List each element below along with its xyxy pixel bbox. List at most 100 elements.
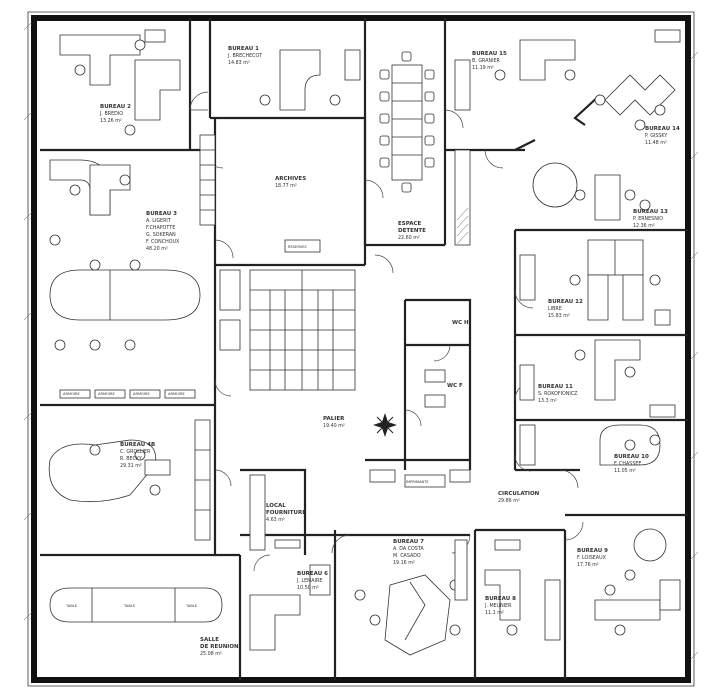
svg-text:BUREAU 13: BUREAU 13 [633, 209, 668, 215]
svg-text:BUREAU 15: BUREAU 15 [472, 51, 507, 57]
table-label-3: TABLE [185, 604, 198, 608]
wc-fixtures [369, 369, 471, 488]
armoire-label-1: ARMOIRE [63, 392, 80, 396]
svg-text:M. CASADO: M. CASADO [393, 553, 421, 559]
svg-text:J. BRECHECOT: J. BRECHECOT [227, 53, 262, 59]
furniture-labels: RESERVES TABLE TABLE TABLE ARMOIRE ARMOI… [63, 245, 429, 608]
svg-text:22.60 m²: 22.60 m² [398, 235, 420, 241]
armoire-label-2: ARMOIRE [98, 392, 115, 396]
bureau-9-furniture [594, 528, 681, 636]
svg-text:11.05 m²: 11.05 m² [614, 468, 636, 474]
svg-text:J. BREDIO: J. BREDIO [99, 111, 123, 117]
reserves-label: RESERVES [288, 245, 307, 249]
svg-text:11.19 m²: 11.19 m² [472, 65, 494, 71]
svg-text:11.48 m²: 11.48 m² [645, 140, 667, 146]
svg-text:29.86 m²: 29.86 m² [498, 498, 520, 504]
svg-text:C. GROLLIER: C. GROLLIER [120, 449, 151, 455]
table-label-2: TABLE [123, 604, 136, 608]
bureau-13-furniture [532, 162, 651, 221]
svg-text:25.08 m²: 25.08 m² [200, 651, 222, 657]
svg-text:BUREAU 4B: BUREAU 4B [120, 442, 155, 448]
svg-text:P. ERNESNIO: P. ERNESNIO [633, 216, 663, 222]
svg-text:CIRCULATION: CIRCULATION [498, 491, 540, 497]
svg-text:DE REUNION: DE REUNION [200, 644, 239, 650]
svg-text:12.36 m²: 12.36 m² [633, 223, 655, 229]
svg-text:BUREAU 12: BUREAU 12 [548, 299, 583, 305]
svg-text:11.1 m²: 11.1 m² [485, 610, 504, 616]
bureau-14-furniture [594, 29, 681, 131]
bureau-3-table [49, 259, 201, 351]
bureau-4b-furniture [48, 389, 211, 541]
bureau-1-furniture [259, 49, 361, 111]
svg-text:S. ROKOFIONICZ: S. ROKOFIONICZ [538, 391, 578, 397]
svg-text:BUREAU 8: BUREAU 8 [485, 596, 516, 602]
bureau-11-furniture [519, 339, 676, 418]
svg-text:LIBRE: LIBRE [548, 306, 562, 312]
svg-text:LOCAL: LOCAL [266, 503, 286, 509]
svg-text:J. LEMAIRE: J. LEMAIRE [296, 578, 322, 584]
espace-detente-table [379, 51, 471, 246]
bureau-6-furniture [249, 564, 331, 651]
svg-text:ARCHIVES: ARCHIVES [275, 176, 306, 182]
svg-text:48.20 m²: 48.20 m² [146, 246, 168, 252]
svg-text:A. LIGERIT: A. LIGERIT [146, 218, 171, 224]
svg-text:19.16 m²: 19.16 m² [393, 560, 415, 566]
armoire-label-3: ARMOIRE [133, 392, 150, 396]
svg-text:J. MEUNIER: J. MEUNIER [484, 603, 512, 609]
svg-text:F. CONCHOUX: F. CONCHOUX [146, 239, 180, 245]
room-label-wc-f: WC F [447, 383, 463, 389]
svg-text:15.83 m²: 15.83 m² [548, 313, 570, 319]
svg-text:G. SOKERAN: G. SOKERAN [146, 232, 176, 238]
svg-text:BUREAU 2: BUREAU 2 [100, 104, 131, 110]
outer-walls [23, 11, 699, 687]
archives-shelves [199, 134, 321, 253]
salle-reunion-table [49, 587, 223, 623]
bureau-12-furniture [519, 239, 671, 326]
svg-text:B. GRANIER: B. GRANIER [472, 58, 501, 64]
svg-text:PALIER: PALIER [323, 416, 345, 422]
svg-text:BUREAU 7: BUREAU 7 [393, 539, 424, 545]
svg-text:BUREAU 3: BUREAU 3 [146, 211, 177, 217]
bureau-2-furniture [59, 29, 181, 136]
svg-text:14.83 m²: 14.83 m² [228, 60, 250, 66]
svg-text:ESPACE: ESPACE [398, 221, 422, 227]
svg-text:BUREAU 6: BUREAU 6 [297, 571, 328, 577]
svg-text:17.76 m²: 17.76 m² [577, 562, 599, 568]
svg-text:A. DA COSTA: A. DA COSTA [393, 546, 424, 552]
bureau-3-furniture [49, 159, 131, 246]
svg-text:18.77 m²: 18.77 m² [275, 183, 297, 189]
compass-rose-icon [373, 413, 397, 437]
svg-text:P. GISSKY: P. GISSKY [645, 133, 667, 139]
local-fourniture-furniture [249, 474, 301, 551]
armoire-label-4: ARMOIRE [168, 392, 185, 396]
bureau-15-furniture [454, 39, 576, 111]
svg-text:F. LOISEAUX: F. LOISEAUX [577, 555, 607, 561]
svg-text:19.40 m²: 19.40 m² [323, 423, 345, 429]
svg-text:BUREAU 11: BUREAU 11 [538, 384, 573, 390]
interior-walls [40, 18, 688, 680]
svg-text:29.31 m²: 29.31 m² [120, 463, 142, 469]
svg-text:DETENTE: DETENTE [398, 228, 426, 234]
svg-text:F.CHAPOTTE: F.CHAPOTTE [146, 225, 175, 231]
svg-text:13.3 m²: 13.3 m² [538, 398, 557, 404]
svg-text:BUREAU 10: BUREAU 10 [614, 454, 649, 460]
svg-text:WC F: WC F [447, 383, 463, 389]
room-label-wc-h: WC H [452, 320, 469, 326]
svg-text:13.26 m²: 13.26 m² [100, 118, 122, 124]
imprimante-label: IMPRIMANTE [406, 480, 429, 484]
svg-text:BUREAU 9: BUREAU 9 [577, 548, 608, 554]
